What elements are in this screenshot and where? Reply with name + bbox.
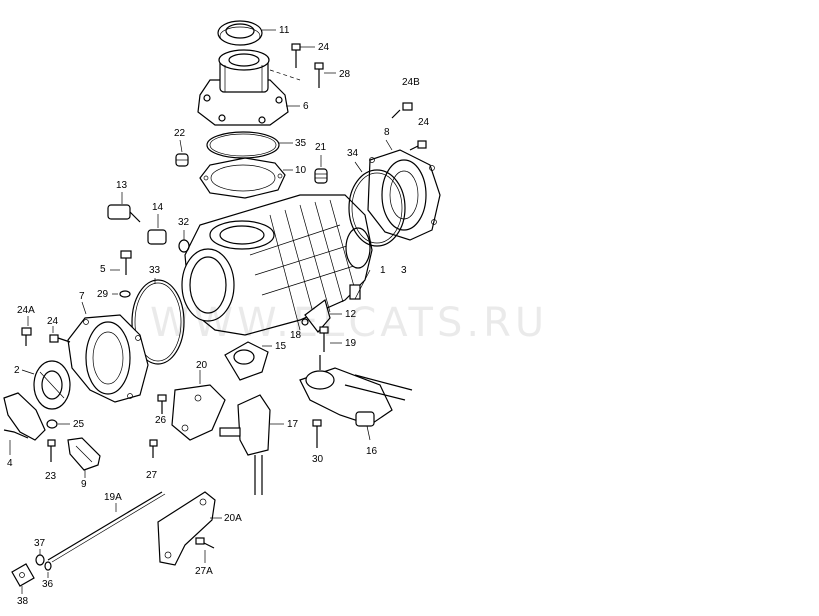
callout-5: 5 [100, 264, 106, 275]
part-32-washer [178, 230, 190, 253]
callout-3: 3 [401, 265, 407, 276]
callout-9: 9 [81, 479, 87, 490]
part-11-seal-ring [217, 20, 276, 46]
callout-24-top: 24 [318, 42, 330, 53]
callout-36: 36 [42, 579, 54, 590]
callout-2: 2 [14, 365, 20, 376]
callout-14: 14 [152, 202, 164, 213]
part-18-washer [301, 318, 309, 326]
callout-27: 27 [146, 470, 158, 481]
callout-20a: 20A [224, 513, 242, 524]
part-22-plug [175, 139, 189, 167]
part-9-boot [67, 437, 101, 478]
callout-23: 23 [45, 471, 57, 482]
part-36-washer [44, 561, 52, 578]
part-27a-bolt [195, 537, 215, 563]
part-19a-cable [47, 491, 166, 563]
callout-38: 38 [17, 596, 29, 607]
part-5-bolt [110, 250, 132, 275]
callout-19a: 19A [104, 492, 122, 503]
callout-34: 34 [347, 148, 359, 159]
part-33-o-ring [131, 278, 185, 365]
part-26-bolt [157, 394, 167, 414]
callout-13: 13 [116, 180, 128, 191]
part-20a-bracket [157, 491, 222, 566]
callout-19: 19 [345, 338, 357, 349]
callout-24a: 24A [17, 305, 35, 316]
callout-28: 28 [339, 69, 351, 80]
part-6-bearing-housing [197, 49, 301, 126]
callout-26: 26 [155, 415, 167, 426]
part-37-clip [35, 549, 45, 566]
callout-24-right: 24 [418, 117, 430, 128]
part-16-selector [299, 355, 413, 441]
part-17-actuator [219, 394, 284, 495]
part-20-bracket [171, 370, 226, 441]
part-27-bolt [149, 439, 158, 458]
part-24b-bolt [391, 102, 413, 119]
part-34-o-ring [348, 161, 406, 247]
part-21-breather [314, 155, 328, 184]
callout-37: 37 [34, 538, 46, 549]
part-4-shift-fork [3, 392, 46, 455]
callout-20: 20 [196, 360, 208, 371]
part-25-pin [46, 419, 70, 429]
part-8-side-cover [367, 139, 441, 241]
part-23-bolt [47, 439, 56, 462]
callout-21: 21 [315, 142, 327, 153]
part-2-synchro-hub [21, 360, 71, 410]
callout-8: 8 [384, 127, 390, 138]
part-35-o-ring [206, 131, 293, 159]
callout-27a: 27A [195, 566, 213, 577]
callout-30: 30 [312, 454, 324, 465]
part-7-flange [67, 301, 149, 403]
part-28-bolt [314, 62, 336, 88]
callout-1: 1 [380, 265, 386, 276]
callout-24-left: 24 [47, 316, 59, 327]
callout-35: 35 [295, 138, 307, 149]
callout-22: 22 [174, 128, 186, 139]
callout-7: 7 [79, 291, 85, 302]
callout-4: 4 [7, 458, 13, 469]
callout-11: 11 [279, 25, 290, 36]
part-15-bracket [224, 341, 272, 381]
callout-24b: 24B [402, 77, 420, 88]
part-24-bolt-right [409, 140, 427, 151]
part-30-bolt [312, 419, 322, 448]
part-29-washer [112, 290, 131, 298]
part-10-gasket [199, 157, 293, 199]
part-13-sensor [107, 192, 141, 223]
part-24-bolt-top [291, 43, 315, 68]
part-24a-bolt [21, 316, 32, 346]
part-38-end-fitting [11, 563, 35, 594]
part-19-bolt [319, 326, 342, 352]
callout-17: 17 [287, 419, 299, 430]
callout-18: 18 [290, 330, 302, 341]
callout-15: 15 [275, 341, 287, 352]
callout-25: 25 [73, 419, 85, 430]
callout-32: 32 [178, 217, 190, 228]
part-14-plug [147, 214, 167, 245]
callout-16: 16 [366, 446, 378, 457]
callout-29: 29 [97, 289, 109, 300]
callout-12: 12 [345, 309, 357, 320]
callout-33: 33 [149, 265, 161, 276]
part-24-bolt-left [49, 326, 71, 343]
part-12-lever [304, 298, 342, 333]
callout-6: 6 [303, 101, 309, 112]
watermark: WWW.ELCATS.RU [150, 300, 549, 346]
callout-10: 10 [295, 165, 307, 176]
